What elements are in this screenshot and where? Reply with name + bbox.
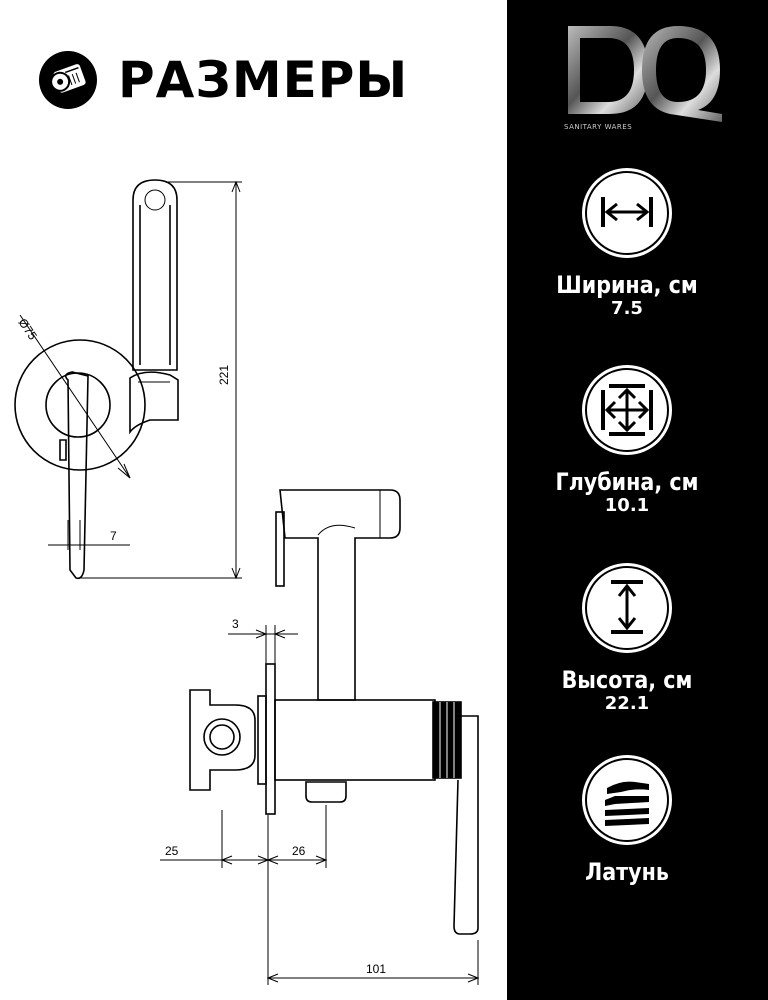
- shower-side-view: [279, 489, 401, 701]
- dim-offset-right: 26: [292, 844, 306, 858]
- dim-lever-offset: 7: [110, 529, 117, 543]
- rosette-outline: [14, 339, 146, 471]
- dim-depth: 101: [366, 962, 386, 976]
- feature-value: 7.5: [611, 298, 643, 319]
- shower-holder: [129, 371, 179, 435]
- feature-depth: Глубина, см 10.1: [507, 362, 747, 516]
- wall-plate: [265, 663, 276, 815]
- feature-width: Ширина, см 7.5: [507, 165, 747, 319]
- feature-value: 22.1: [604, 693, 650, 714]
- width-arrows-icon: [582, 168, 672, 258]
- feature-label: Ширина, см: [556, 271, 698, 299]
- drawing-panel: [0, 0, 507, 1000]
- feature-height: Высота, см 22.1: [507, 560, 747, 714]
- lever-side: [453, 715, 479, 935]
- dim-plate-thickness: 3: [232, 617, 239, 631]
- brand-tagline: SANITARY WARES: [564, 123, 632, 131]
- hose-outlet: [305, 781, 347, 803]
- feature-material: Латунь: [507, 752, 747, 886]
- dim-offset-left: 25: [165, 844, 179, 858]
- material-layers-icon: [582, 755, 672, 845]
- brand-logo: SANITARY WARES: [564, 26, 722, 131]
- connector-fitting: [189, 689, 256, 791]
- page-title: РАЗМЕРЫ: [118, 51, 409, 109]
- wall-plate-upper: [275, 511, 285, 587]
- feature-value: 10.1: [604, 495, 650, 516]
- depth-arrows-icon: [582, 365, 672, 455]
- header: РАЗМЕРЫ: [38, 50, 408, 110]
- feature-label: Высота, см: [561, 666, 693, 694]
- tape-measure-icon: [39, 51, 97, 109]
- hand-shower-head: [132, 179, 178, 371]
- mixer-body: [274, 699, 436, 781]
- handle-hub: [45, 372, 111, 438]
- lever-handle: [64, 371, 89, 580]
- feature-label: Латунь: [585, 858, 669, 886]
- height-arrows-icon: [582, 563, 672, 653]
- technical-drawing: Ø75 221 7 3 25 26 101: [14, 179, 480, 985]
- dim-height: 221: [217, 365, 231, 385]
- feature-label: Глубина, см: [555, 468, 699, 496]
